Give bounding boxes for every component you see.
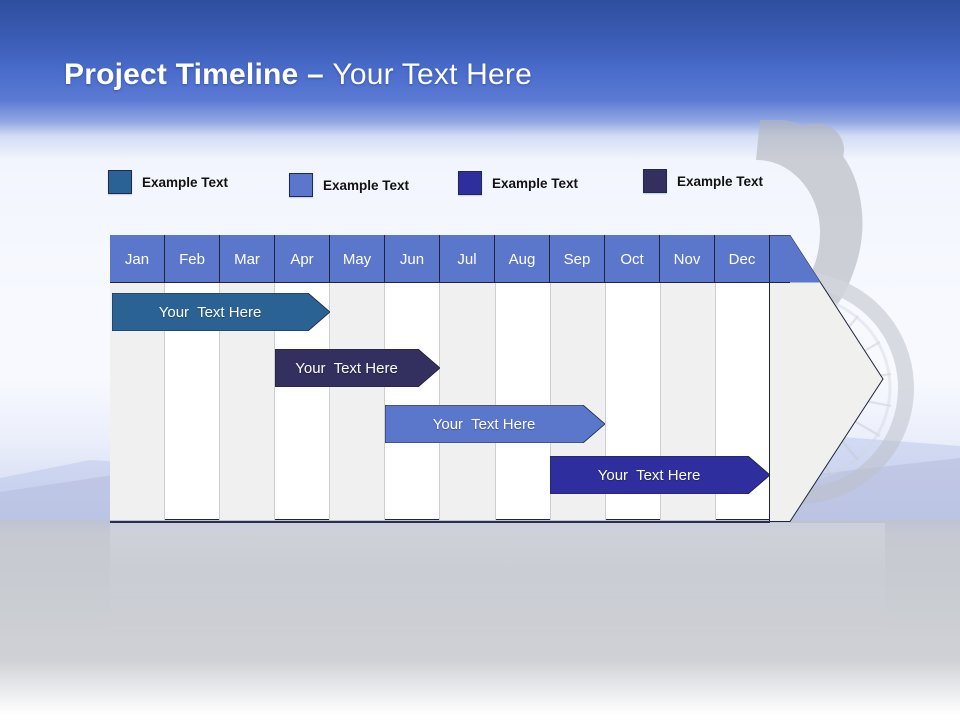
legend-swatch-icon-2: [289, 173, 313, 197]
month-header-dec[interactable]: Dec: [715, 235, 770, 283]
month-header-mar[interactable]: Mar: [220, 235, 275, 283]
month-header-feb[interactable]: Feb: [165, 235, 220, 283]
timeline-bar-3[interactable]: Your Text Here: [385, 405, 605, 443]
legend-swatch-icon-1: [108, 170, 132, 194]
month-header-sep[interactable]: Sep: [550, 235, 605, 283]
background-bottom-fade: [0, 660, 960, 720]
grid-column-jun: [385, 235, 441, 520]
timeline-chart: Jan Feb Mar Apr May Jun Jul Aug Sep Oct …: [110, 235, 770, 520]
timeline-bars: Your Text Here Your Text Here Your Text …: [110, 235, 770, 520]
page-title-light: Your Text Here: [332, 58, 532, 91]
month-header-jul[interactable]: Jul: [440, 235, 495, 283]
legend: Example Text Example Text Example Text E…: [108, 166, 828, 200]
legend-swatch-icon-4: [643, 169, 667, 193]
legend-item-2[interactable]: Example Text: [289, 173, 409, 197]
legend-label-2: Example Text: [323, 177, 410, 193]
chart-base-edge: [110, 521, 770, 523]
legend-label-1: Example Text: [142, 174, 229, 190]
grid-column-oct: [606, 235, 661, 520]
timeline-bar-4[interactable]: Your Text Here: [550, 456, 770, 494]
chart-reflection: [110, 523, 885, 633]
legend-item-3[interactable]: Example Text: [458, 171, 578, 195]
month-header-aug[interactable]: Aug: [495, 235, 550, 283]
grid-column-aug: [496, 235, 551, 520]
timeline-arrowhead-icon: [769, 235, 884, 522]
legend-item-1[interactable]: Example Text: [108, 170, 228, 194]
page-title-dash: –: [298, 58, 333, 91]
month-header-row: Jan Feb Mar Apr May Jun Jul Aug Sep Oct …: [110, 235, 770, 283]
month-header-underline: [110, 282, 770, 283]
chart-reflection-gradient: [110, 523, 885, 633]
legend-item-4[interactable]: Example Text: [643, 169, 763, 193]
page-title: Project Timeline – Your Text Here: [64, 58, 532, 92]
month-header-may[interactable]: May: [330, 235, 385, 283]
timeline-bar-2[interactable]: Your Text Here: [275, 349, 440, 387]
month-header-oct[interactable]: Oct: [605, 235, 660, 283]
month-header-apr[interactable]: Apr: [275, 235, 330, 283]
legend-label-4: Example Text: [677, 173, 764, 189]
legend-swatch-icon-3: [458, 171, 482, 195]
grid-column-feb: [165, 235, 221, 520]
month-header-jun[interactable]: Jun: [385, 235, 440, 283]
legend-label-3: Example Text: [492, 175, 579, 191]
timeline-bar-1[interactable]: Your Text Here: [112, 293, 330, 331]
month-header-jan[interactable]: Jan: [110, 235, 165, 283]
month-header-nov[interactable]: Nov: [660, 235, 715, 283]
page-title-strong: Project Timeline: [64, 58, 299, 91]
